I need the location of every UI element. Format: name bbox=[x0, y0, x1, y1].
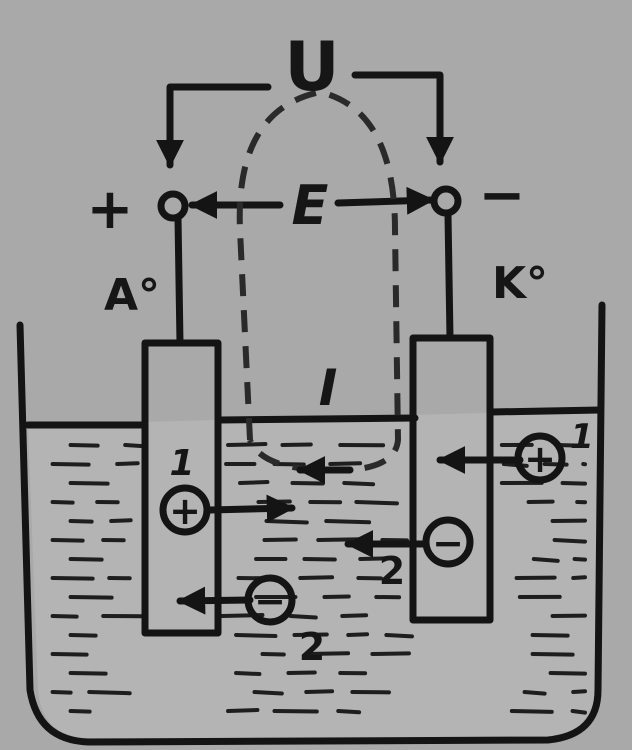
anode-wire bbox=[174, 214, 184, 347]
hatch-stroke bbox=[68, 519, 94, 524]
hatch-stroke bbox=[234, 671, 262, 677]
hatch-stroke bbox=[87, 690, 132, 696]
hatch-stroke bbox=[109, 518, 133, 523]
field-line-right bbox=[334, 186, 436, 215]
hatch-stroke bbox=[50, 500, 75, 505]
hatch-stroke bbox=[336, 709, 362, 715]
hatch-stroke bbox=[286, 670, 317, 675]
hatch-stroke bbox=[68, 481, 110, 486]
voltage-wire-right bbox=[351, 71, 454, 166]
anode-cation-sign: + bbox=[169, 489, 201, 533]
current-label: I bbox=[319, 359, 338, 417]
hatch-stroke bbox=[226, 442, 268, 447]
field-label: E bbox=[292, 174, 329, 237]
hatch-stroke bbox=[226, 708, 260, 713]
liquid-surface bbox=[24, 406, 604, 429]
cathode-cation-sign: + bbox=[524, 437, 556, 481]
hatch-stroke bbox=[358, 556, 394, 561]
anode-cation-index: 1 bbox=[169, 443, 194, 484]
cathode-label: K° bbox=[492, 258, 548, 309]
hatch-stroke bbox=[346, 632, 370, 637]
cathode-anion bbox=[422, 516, 474, 568]
hatch-stroke bbox=[548, 671, 587, 676]
hatch-stroke bbox=[384, 633, 414, 639]
anode-terminal bbox=[157, 190, 189, 222]
hatch-stroke bbox=[50, 652, 89, 657]
vessel bbox=[16, 301, 606, 746]
hatch-stroke bbox=[560, 481, 587, 486]
hatch-stroke bbox=[50, 538, 85, 543]
cathode-cation bbox=[514, 432, 566, 484]
hatch-stroke bbox=[262, 537, 298, 542]
hatch-stroke bbox=[68, 633, 98, 638]
anode-cation bbox=[159, 484, 211, 536]
hatch-stroke bbox=[322, 594, 351, 599]
hatch-stroke bbox=[292, 632, 329, 637]
hatch-stroke bbox=[509, 709, 554, 714]
hatch-stroke bbox=[68, 595, 114, 600]
hatch-stroke bbox=[328, 461, 363, 466]
hatch-stroke bbox=[115, 461, 140, 466]
anode-cation-arrow bbox=[206, 494, 296, 523]
voltage-wire-left bbox=[156, 83, 272, 169]
hatch-stroke bbox=[571, 689, 587, 694]
anode-anion-arrow bbox=[176, 586, 254, 615]
cathode-anion-sign: − bbox=[432, 521, 464, 565]
hatch-stroke bbox=[572, 557, 587, 562]
hatch-stroke bbox=[252, 690, 284, 696]
hatch-stroke bbox=[530, 652, 575, 657]
voltage-label: U bbox=[284, 28, 339, 107]
hatch-stroke bbox=[340, 613, 369, 618]
hatch-stroke bbox=[50, 690, 73, 695]
cathode-wire bbox=[444, 211, 454, 342]
hatch-stroke bbox=[552, 538, 587, 544]
minus-sign: − bbox=[479, 163, 526, 228]
hatch-stroke bbox=[370, 651, 411, 656]
hatch-stroke bbox=[123, 443, 147, 449]
hatch-stroke bbox=[256, 499, 292, 504]
hatch-stroke bbox=[68, 709, 92, 714]
hatch-stroke bbox=[324, 519, 372, 525]
hatch-stroke bbox=[316, 537, 365, 542]
hatch-stroke bbox=[68, 443, 100, 448]
hatch-stroke bbox=[50, 576, 95, 581]
hatch-stroke bbox=[354, 500, 399, 506]
cathode-terminal bbox=[430, 185, 462, 217]
hatch-stroke bbox=[304, 689, 335, 694]
hatch-stroke bbox=[280, 442, 313, 447]
hatch-stroke bbox=[304, 651, 351, 656]
cathode-anion-index: 2 bbox=[379, 549, 405, 593]
anode-anion bbox=[244, 574, 296, 626]
hatch-stroke bbox=[522, 690, 547, 696]
hatch-stroke bbox=[571, 575, 587, 580]
hatch-stroke bbox=[234, 633, 278, 639]
hatch-stroke bbox=[264, 519, 309, 525]
hatch-stroke bbox=[530, 633, 570, 638]
anode-label: A° bbox=[104, 270, 160, 321]
anode-anion-index: 2 bbox=[299, 625, 325, 669]
anode-anion-sign: − bbox=[254, 579, 286, 623]
plus-sign: + bbox=[87, 177, 134, 242]
hatch-stroke bbox=[68, 671, 108, 676]
hatch-stroke bbox=[298, 575, 335, 580]
hatch-stroke bbox=[570, 709, 587, 715]
hatch-stroke bbox=[68, 557, 104, 562]
hatch-stroke bbox=[50, 462, 91, 467]
cathode-cation-index: 1 bbox=[570, 417, 594, 457]
hatch-stroke bbox=[342, 481, 376, 487]
hatch-stroke bbox=[288, 614, 318, 620]
hatch-stroke bbox=[238, 480, 270, 485]
hatch-stroke bbox=[531, 557, 560, 563]
hatch-stroke bbox=[50, 614, 79, 619]
